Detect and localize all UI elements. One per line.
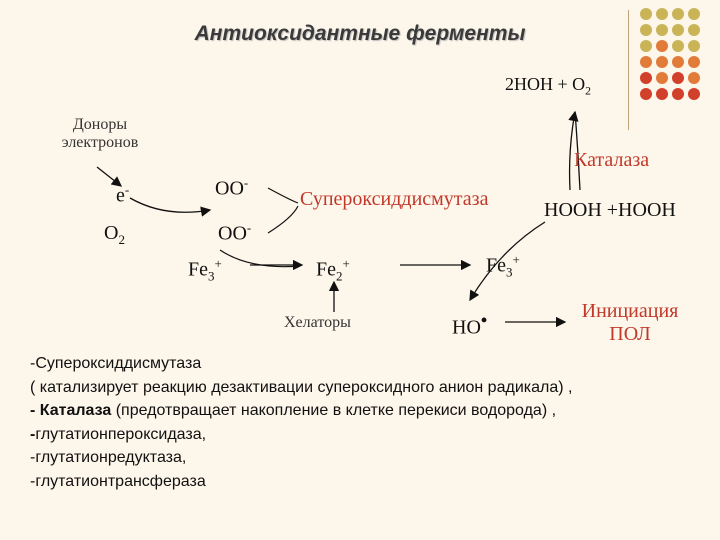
arrow-catalase-fork-left (568, 110, 579, 191)
iron-3-right-charge: + (512, 252, 520, 267)
hydrogen-peroxide: HOOH +HOOH (544, 199, 676, 221)
superoxide-2-symbol: OO (218, 222, 247, 245)
decorative-dot (688, 8, 700, 20)
superoxide-1-symbol: OO (215, 177, 244, 200)
decorative-dot (640, 56, 652, 68)
product-water-oxygen: 2HOH + O2 (505, 74, 591, 98)
decorative-dot (688, 72, 700, 84)
decorative-dot (640, 40, 652, 52)
iron-2: Fe2+ (316, 256, 350, 285)
electron-charge: - (124, 182, 130, 197)
decorative-dot (656, 88, 668, 100)
note-glutathione-reductase: -глутатионредуктаза, (30, 449, 187, 466)
iron-3-left-symbol: Fe (188, 258, 208, 281)
decorative-dot (656, 8, 668, 20)
note-sod-description: ( катализирует реакцию дезактивации супе… (30, 378, 573, 396)
slide-title: Антиоксидантные ферменты (194, 22, 526, 45)
decorative-dot (672, 40, 684, 52)
electron-donors-label: Доноры электронов (60, 116, 140, 152)
decorative-dot (640, 24, 652, 36)
decorative-dot (640, 8, 652, 20)
catalase-label: Каталаза (574, 149, 650, 171)
iron-2-subscript: 2 (336, 268, 343, 284)
iron-3-right-subscript: 3 (506, 264, 513, 280)
decorative-dot (656, 72, 668, 84)
hydroxyl-symbol: HO (452, 316, 481, 339)
note-gpx-name: глутатионпероксидаза, (35, 425, 207, 443)
decorative-dot (672, 56, 684, 68)
arrow-donors-to-electron (96, 166, 123, 187)
oxygen-molecule: O2 (104, 222, 125, 248)
decorative-dot (672, 8, 684, 20)
note-catalase-name: - Каталаза (30, 402, 112, 419)
arrow-fe3-to-fe2-curve (219, 249, 301, 268)
decorative-dot (656, 24, 668, 36)
arrow-catalase-fork-right (574, 111, 581, 191)
oxygen-subscript: 2 (118, 232, 125, 247)
note-catalase-description: (предотвращает накопление в клетке перек… (111, 402, 557, 419)
donors-line-2: электронов (61, 134, 139, 151)
decorative-dot (656, 40, 668, 52)
decorative-dot (672, 88, 684, 100)
radical-dot-icon: • (480, 310, 488, 330)
arrow-superoxide2-to-sod (267, 205, 299, 234)
note-catalase: - Каталаза (предотвращает накопление в к… (30, 399, 572, 423)
arrow-superoxide-to-sod (267, 187, 299, 204)
arrow-hooh-to-hydroxyl (469, 221, 546, 302)
electron-symbol: e (116, 184, 125, 207)
decorative-dot (640, 88, 652, 100)
superoxide-1-charge: - (243, 175, 249, 190)
superoxide-2-charge: - (246, 220, 252, 235)
iron-3-left-subscript: 3 (208, 268, 215, 284)
enzyme-notes: -Супероксиддисмутаза ( катализирует реак… (30, 352, 572, 493)
decorative-dot (688, 40, 700, 52)
decorative-dot (672, 24, 684, 36)
initiation-line-1: Инициация (581, 300, 679, 322)
iron-3-right-symbol: Fe (486, 254, 506, 277)
iron-3-left-charge: + (214, 256, 222, 271)
electron: e- (116, 182, 129, 208)
product-water-oxygen-text: 2HOH + O (505, 74, 586, 94)
decorative-dot (640, 72, 652, 84)
superoxide-anion-2: OO- (218, 220, 251, 246)
decorative-dot (688, 24, 700, 36)
superoxide-dismutase-label: Супероксиддисмутаза (300, 188, 489, 210)
decorative-dot (688, 88, 700, 100)
oxygen-symbol: O (104, 222, 119, 244)
arrow-oxygen-to-superoxide (129, 197, 212, 217)
decorative-dot-grid (640, 8, 710, 108)
iron-3-left: Fe3+ (188, 256, 222, 285)
decorative-divider (628, 10, 629, 130)
note-glutathione-peroxidase: -глутатионпероксидаза, (30, 423, 572, 447)
iron-3-right: Fe3+ (486, 252, 520, 281)
note-sod: -Супероксиддисмутаза (30, 355, 202, 372)
superoxide-anion-1: OO- (215, 175, 248, 201)
decorative-dot (688, 56, 700, 68)
iron-2-charge: + (342, 256, 350, 271)
product-oxygen-subscript: 2 (585, 84, 591, 98)
decorative-dot (656, 56, 668, 68)
hydroxyl-radical: HO• (452, 310, 487, 340)
lipid-peroxidation-initiation: Инициация ПОЛ (565, 300, 695, 346)
initiation-line-2: ПОЛ (609, 323, 651, 345)
note-gpx-dash: - (30, 425, 36, 443)
chelators-label: Хелаторы (284, 314, 351, 331)
iron-2-symbol: Fe (316, 258, 336, 281)
donors-line-1: Доноры (72, 116, 128, 133)
note-glutathione-transferase: -глутатионтрансфераза (30, 472, 206, 490)
decorative-dot (672, 72, 684, 84)
